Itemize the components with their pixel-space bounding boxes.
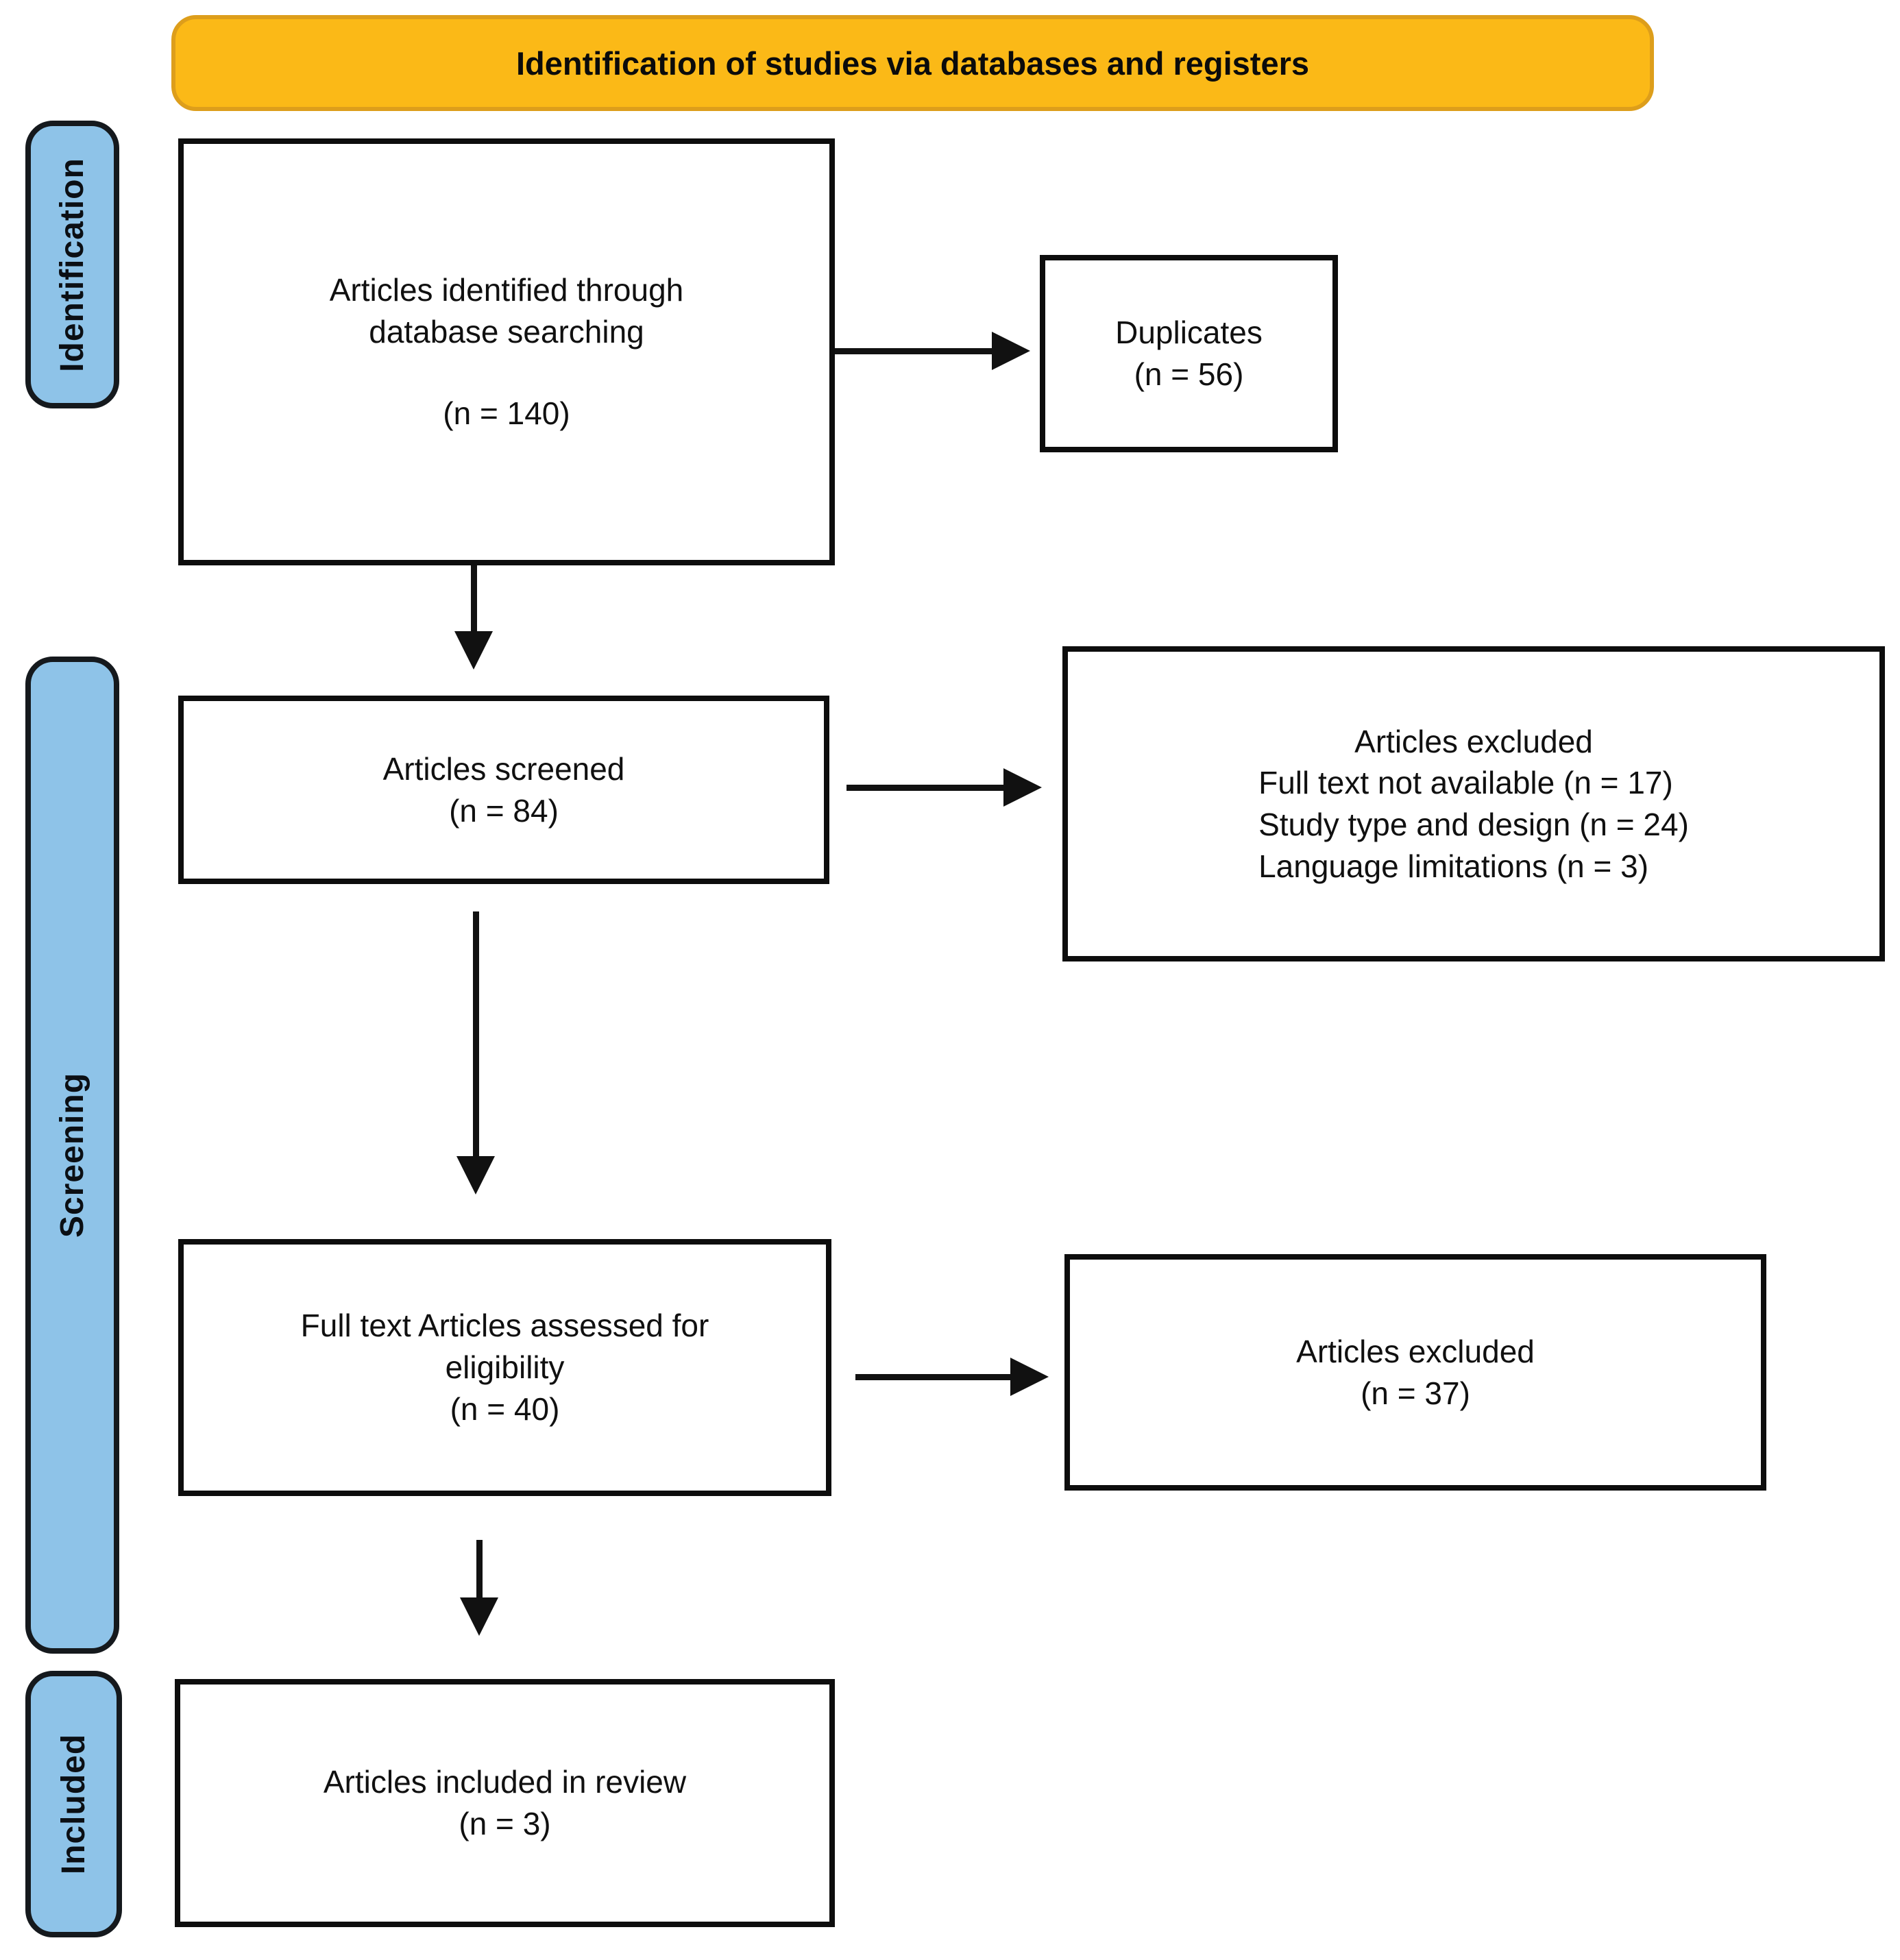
- arrow-screened-to-excluded-head: [1003, 768, 1042, 807]
- arrow-identified-to-duplicates-head: [992, 332, 1030, 370]
- exclusion-reasons: Full text not available (n = 17) Study t…: [1258, 762, 1689, 887]
- banner: Identification of studies via databases …: [171, 15, 1654, 111]
- stage-label-screening: Screening: [25, 657, 119, 1654]
- box-articles-identified-count: (n = 140): [443, 395, 570, 431]
- box-articles-screened-count: (n = 84): [449, 792, 559, 829]
- stage-label-identification: Identification: [25, 121, 119, 408]
- arrow-fulltext-to-included-head: [460, 1597, 498, 1636]
- box-articles-identified-line1: Articles identified through: [329, 272, 684, 308]
- box-articles-identified-line2: database searching: [369, 314, 644, 350]
- box-duplicates: Duplicates (n = 56): [1040, 255, 1338, 452]
- stage-label-screening-text: Screening: [54, 1072, 91, 1238]
- box-articles-excluded-fulltext-title: Articles excluded: [1296, 1333, 1535, 1369]
- arrow-fulltext-to-excluded-head: [1010, 1358, 1049, 1396]
- box-duplicates-title: Duplicates: [1115, 315, 1263, 351]
- arrow-fulltext-to-excluded-line: [855, 1374, 1011, 1380]
- arrow-identified-to-screened-line: [471, 565, 477, 632]
- stage-label-identification-text: Identification: [54, 157, 91, 372]
- box-duplicates-count: (n = 56): [1134, 356, 1244, 392]
- arrow-fulltext-to-included-line: [476, 1540, 483, 1598]
- box-articles-excluded-fulltext: Articles excluded (n = 37): [1064, 1254, 1766, 1491]
- box-fulltext-assessed-count: (n = 40): [450, 1391, 560, 1427]
- arrow-screened-to-fulltext-line: [473, 911, 479, 1157]
- stage-label-included: Included: [25, 1671, 122, 1937]
- arrow-identified-to-screened-head: [454, 631, 493, 670]
- arrow-screened-to-fulltext-head: [456, 1156, 495, 1195]
- stage-label-included-text: Included: [56, 1733, 92, 1875]
- arrow-screened-to-excluded-line: [847, 785, 1004, 791]
- box-articles-included-count: (n = 3): [459, 1806, 551, 1841]
- box-fulltext-assessed-line2: eligibility: [445, 1349, 565, 1386]
- box-articles-excluded-fulltext-count: (n = 37): [1361, 1375, 1470, 1411]
- box-articles-excluded-screening-title: Articles excluded: [1354, 723, 1593, 759]
- box-articles-identified: Articles identified through database sea…: [178, 138, 835, 565]
- banner-label: Identification of studies via databases …: [515, 45, 1310, 82]
- box-articles-included: Articles included in review (n = 3): [175, 1679, 835, 1927]
- exclusion-reason-fulltext-unavailable: Full text not available (n = 17): [1258, 765, 1673, 801]
- exclusion-reason-language: Language limitations (n = 3): [1258, 848, 1649, 884]
- arrow-identified-to-duplicates-line: [835, 348, 992, 354]
- box-articles-screened-title: Articles screened: [382, 750, 625, 787]
- box-articles-excluded-screening: Articles excluded Full text not availabl…: [1062, 646, 1885, 961]
- box-articles-included-title: Articles included in review: [323, 1764, 687, 1800]
- box-articles-screened: Articles screened (n = 84): [178, 696, 829, 884]
- box-fulltext-assessed-line1: Full text Articles assessed for: [300, 1308, 709, 1344]
- box-fulltext-assessed: Full text Articles assessed for eligibil…: [178, 1239, 831, 1496]
- exclusion-reason-study-type: Study type and design (n = 24): [1258, 807, 1689, 842]
